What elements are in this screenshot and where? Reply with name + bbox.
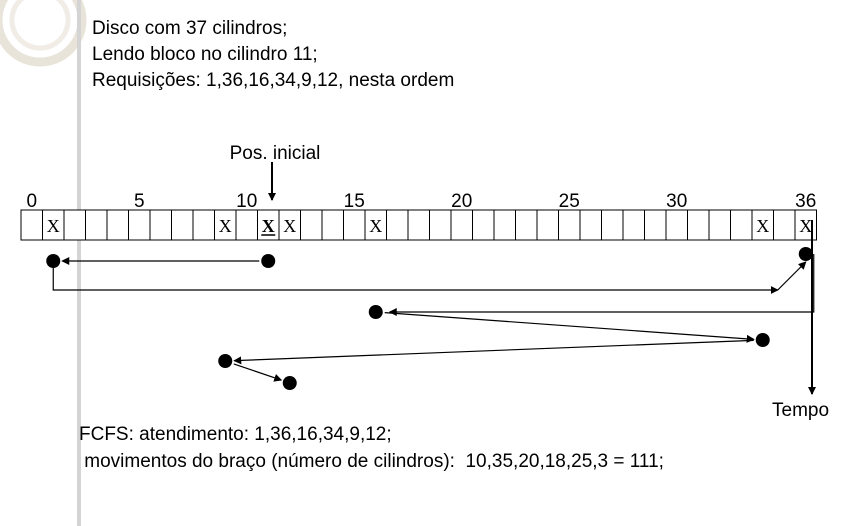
- problem-statement: Disco com 37 cilindros; Lendo bloco no c…: [92, 16, 454, 94]
- tick-label: 5: [134, 191, 145, 212]
- cylinder-cell: [20, 209, 43, 241]
- tick-label: 25: [559, 191, 580, 212]
- cylinder-cell: [235, 209, 258, 241]
- seek-segment: [777, 261, 807, 291]
- seek-segment: [233, 363, 283, 382]
- cylinder-cell: [429, 209, 452, 241]
- seek-segment: [52, 266, 779, 294]
- cylinder-cell: [343, 209, 366, 241]
- request-mark: X: [283, 216, 296, 236]
- request-mark: X: [219, 216, 232, 236]
- seek-segment: [388, 254, 815, 316]
- start-position-label: Pos. inicial: [230, 143, 321, 164]
- seek-path: [46, 247, 815, 390]
- cylinder-cell: [407, 209, 430, 241]
- cylinder-cell: [300, 209, 323, 241]
- tick-label: 36: [795, 191, 816, 212]
- statement-current-cylinder: Lendo bloco no cilindro 11;: [92, 44, 318, 65]
- cylinder-cell: [85, 209, 108, 241]
- tick-label: 15: [344, 191, 365, 212]
- seek-point: [755, 333, 770, 347]
- cylinder-cell: [493, 209, 516, 241]
- seek-point: [282, 376, 297, 390]
- summary-service-order: FCFS: atendimento: 1,36,16,34,9,12;: [79, 424, 392, 445]
- request-mark: X: [369, 216, 382, 236]
- cylinder-cell: [601, 209, 624, 241]
- cylinder-cell: [472, 209, 495, 241]
- time-label: Tempo: [772, 400, 829, 421]
- seek-point: [218, 354, 233, 368]
- cylinder-cell: [773, 209, 796, 241]
- seek-segment: [384, 312, 755, 343]
- cylinder-cell: [386, 209, 409, 241]
- cylinder-cell: [171, 209, 194, 241]
- cylinder-cell: [622, 209, 645, 241]
- request-mark: X: [47, 216, 60, 236]
- seek-point: [798, 247, 813, 261]
- request-mark: X: [799, 216, 812, 236]
- seek-segment: [233, 339, 754, 365]
- cylinder-cell: [106, 209, 129, 241]
- cylinder-cell: [687, 209, 710, 241]
- cylinder-cell: [644, 209, 667, 241]
- decor-arc-outer: [0, 0, 87, 67]
- statement-disk-size: Disco com 37 cilindros;: [92, 18, 288, 39]
- tick-labels: 0 5 10 15 20 25 30 36: [26, 191, 816, 212]
- cylinder-cell: [536, 209, 559, 241]
- cylinder-cell: [708, 209, 731, 241]
- seek-point: [368, 305, 383, 319]
- side-rule: [77, 0, 81, 526]
- tick-label: 0: [26, 191, 37, 212]
- cylinder-cell: [149, 209, 172, 241]
- cylinder-cell: [128, 209, 151, 241]
- cylinder-cell: [730, 209, 753, 241]
- statement-requests: Requisições: 1,36,16,34,9,12, nesta orde…: [92, 70, 455, 91]
- tick-label: 10: [236, 191, 257, 212]
- seek-point: [46, 254, 61, 268]
- decor-arc-inner: [9, 0, 71, 51]
- cylinder-cell: [665, 209, 688, 241]
- request-mark: X: [262, 216, 275, 236]
- summary-arm-movements: movimentos do braço (número de cilindros…: [79, 451, 664, 472]
- cylinder-cell: [192, 209, 215, 241]
- cylinder-cell: [579, 209, 602, 241]
- cylinder-cell: [321, 209, 344, 241]
- cylinder-row: [20, 209, 817, 241]
- tick-label: 20: [451, 191, 472, 212]
- cylinder-cell: [63, 209, 86, 241]
- seek-point: [261, 254, 276, 268]
- tick-label: 30: [666, 191, 687, 212]
- request-mark: X: [756, 216, 769, 236]
- cylinder-cell: [558, 209, 581, 241]
- cylinder-cell: [515, 209, 538, 241]
- fcfs-summary: FCFS: atendimento: 1,36,16,34,9,12; movi…: [79, 421, 664, 475]
- cylinder-cell: [450, 209, 473, 241]
